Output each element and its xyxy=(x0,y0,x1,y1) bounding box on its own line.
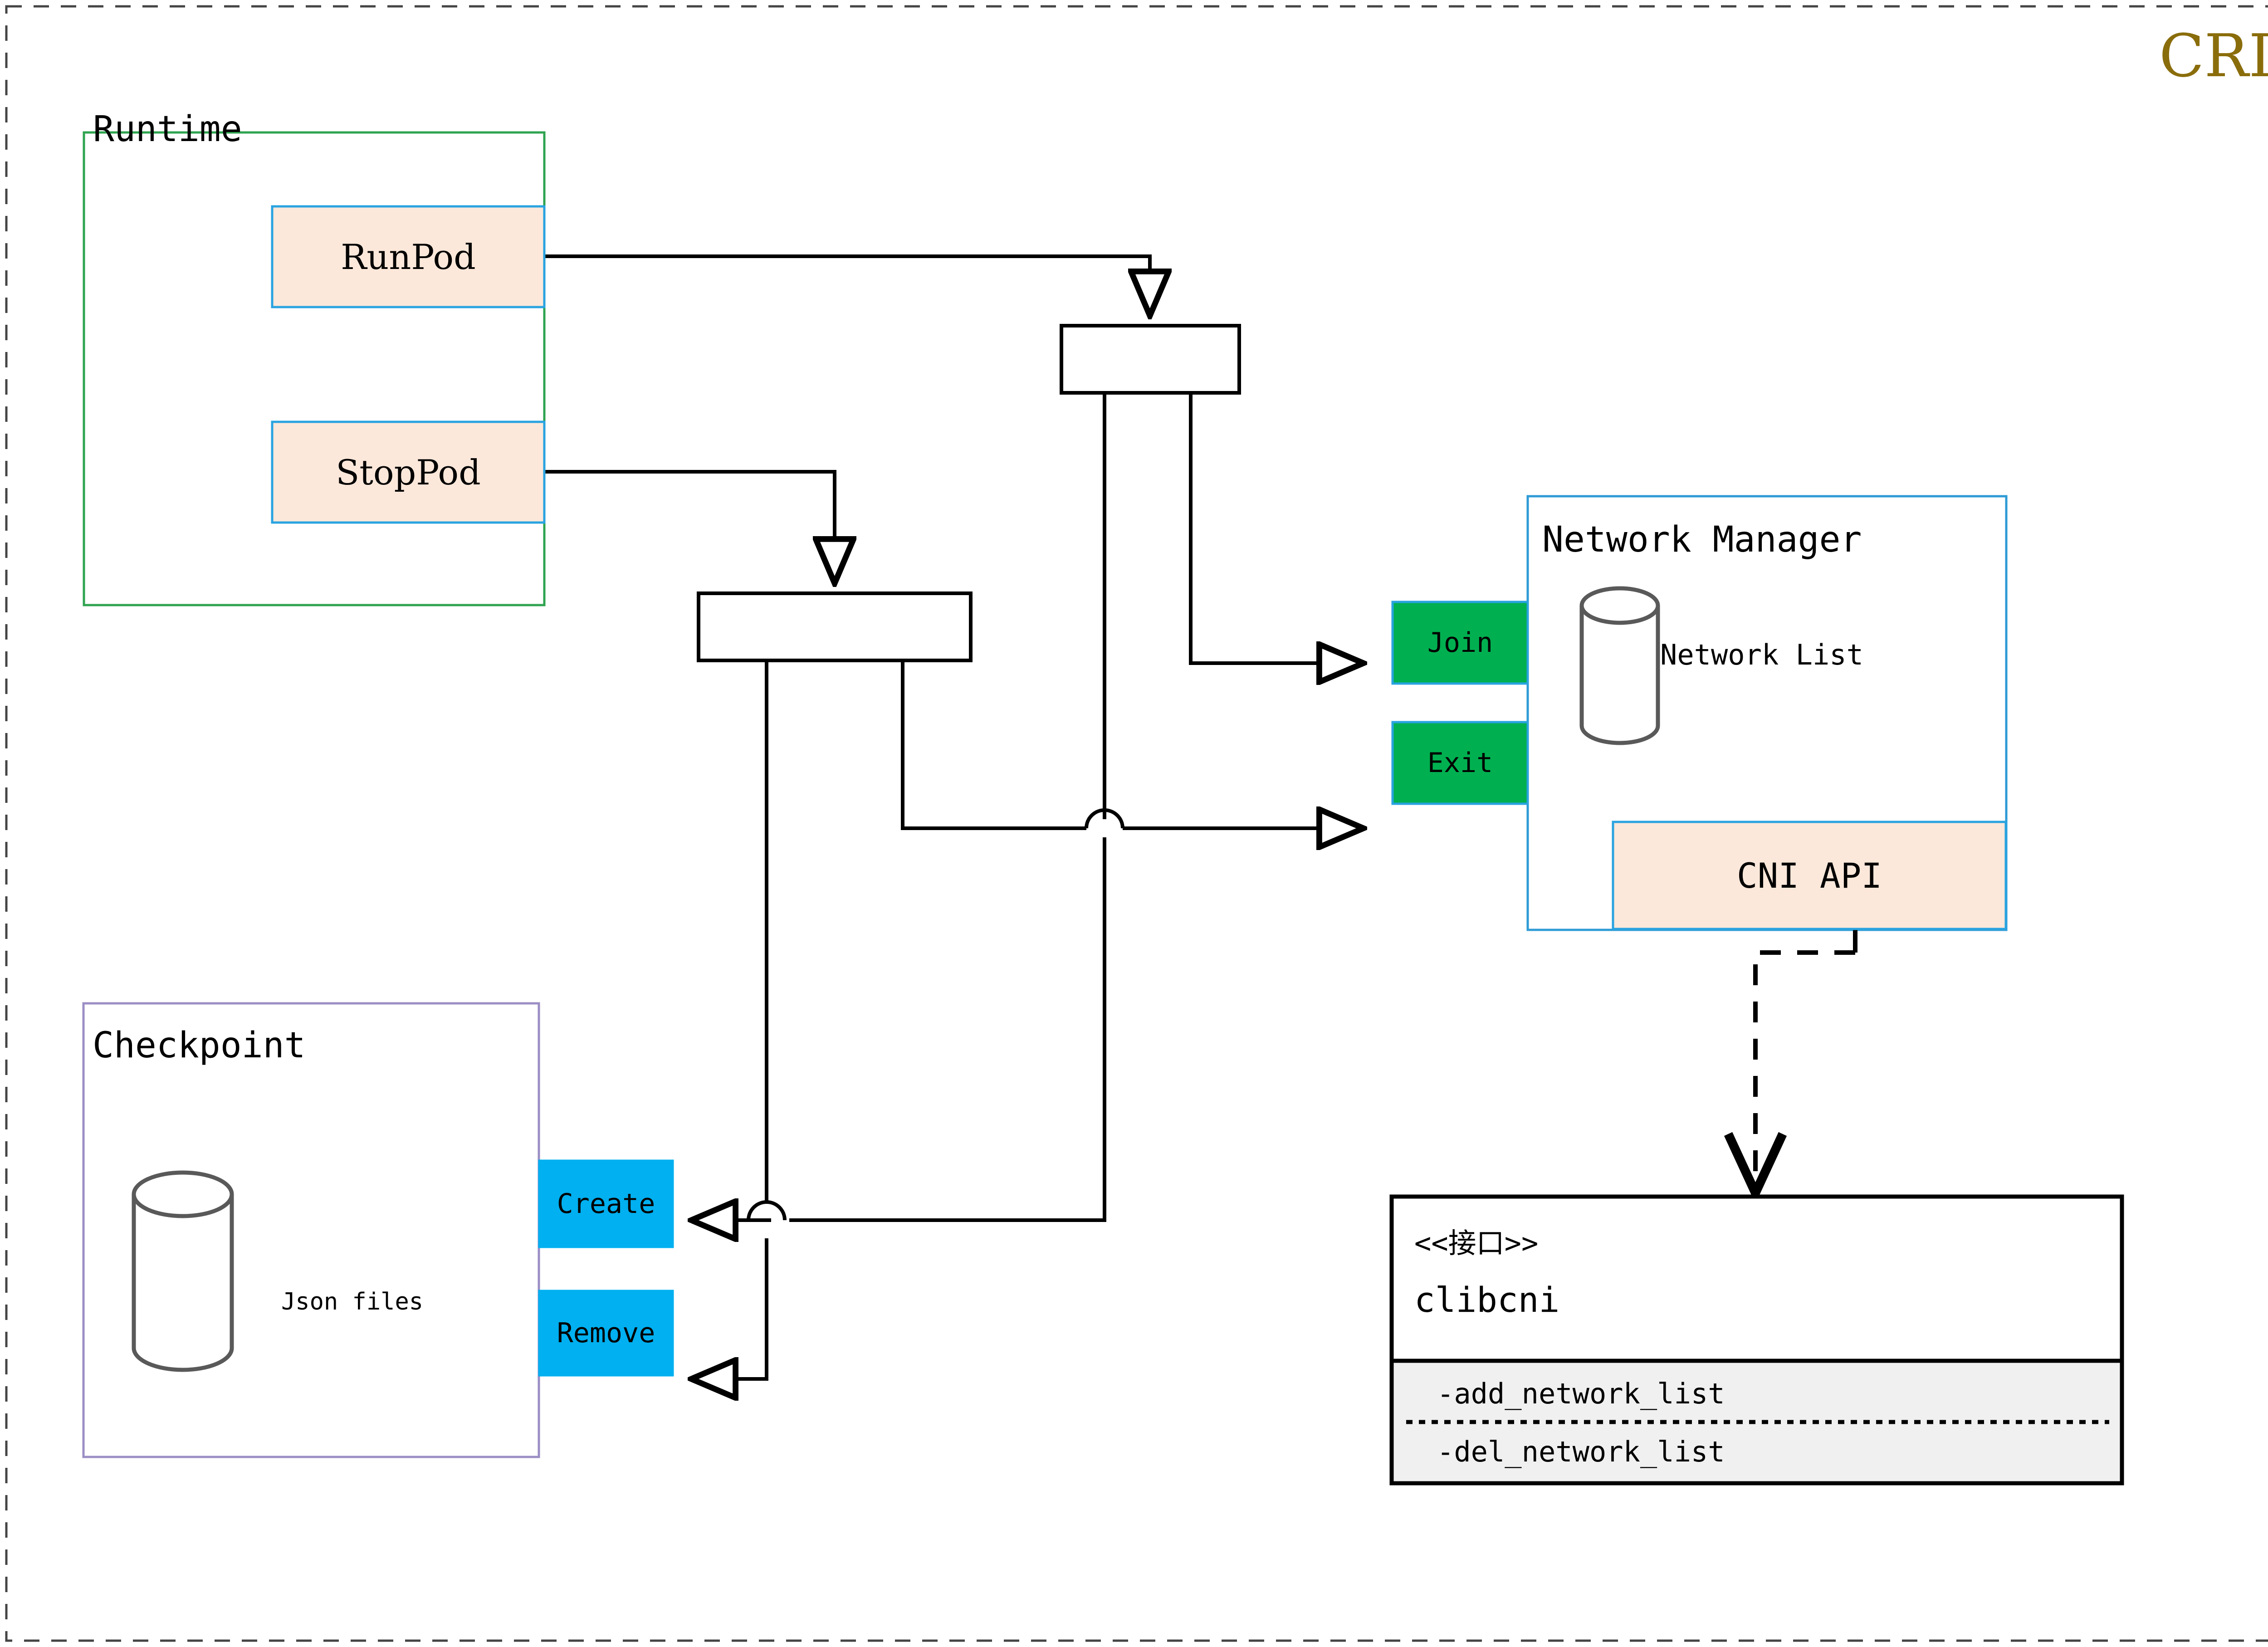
group-checkpoint-label: Checkpoint xyxy=(93,1025,306,1066)
edge-fork-lower-left-down2 xyxy=(689,1238,768,1379)
datastore-json-files-label: Json files xyxy=(281,1288,424,1315)
group-network-manager-label: Network Manager xyxy=(1542,519,1862,560)
diagram-title: CRI xyxy=(2159,21,2268,90)
fork-bar-runpod xyxy=(1060,324,1241,395)
node-join-box xyxy=(1391,601,1529,685)
node-exit-box xyxy=(1391,721,1529,805)
edge-fork-upper-right-to-join xyxy=(1189,392,1365,663)
datastore-json-files-icon xyxy=(132,1170,234,1372)
edge-fork-upper-left-down2 xyxy=(789,837,1106,1222)
node-create-label[interactable]: Create xyxy=(557,1188,655,1220)
node-cniapi-label[interactable]: CNI API xyxy=(1736,855,1882,896)
group-runtime-box xyxy=(83,131,546,606)
interface-name-label: clibcni xyxy=(1414,1279,1560,1320)
edge-fork-lower-right xyxy=(901,660,1086,830)
outer-frame xyxy=(5,5,2268,1642)
node-cniapi-box xyxy=(1612,821,2007,930)
node-join-label[interactable]: Join xyxy=(1427,627,1493,659)
node-remove-box xyxy=(538,1290,674,1377)
node-create-box xyxy=(538,1159,674,1248)
edge-stoppod-to-fork xyxy=(544,470,836,567)
line-hop-exit xyxy=(1085,808,1124,829)
node-remove-label[interactable]: Remove xyxy=(557,1317,655,1349)
node-runpod-label[interactable]: RunPod xyxy=(341,236,476,277)
interface-method-add: -add_network_list xyxy=(1437,1377,1725,1410)
node-stoppod-label[interactable]: StopPod xyxy=(336,452,481,493)
fork-bar-stoppod xyxy=(697,591,973,662)
interface-method-del: -del_network_list xyxy=(1437,1435,1725,1468)
interface-stereotype-label: <<接口>> xyxy=(1414,1227,1539,1260)
line-hop-create xyxy=(747,1200,787,1221)
datastore-network-list-label: Network List xyxy=(1660,638,1863,671)
edge-cniapi-to-clibcni-dashed xyxy=(1755,950,1855,1193)
node-runpod-box xyxy=(271,205,546,308)
node-exit-label[interactable]: Exit xyxy=(1427,747,1493,779)
datastore-network-list-icon xyxy=(1579,586,1660,745)
node-stoppod-box xyxy=(271,420,546,524)
group-runtime-label: Runtime xyxy=(93,109,242,150)
edge-runpod-to-fork xyxy=(544,254,1152,299)
